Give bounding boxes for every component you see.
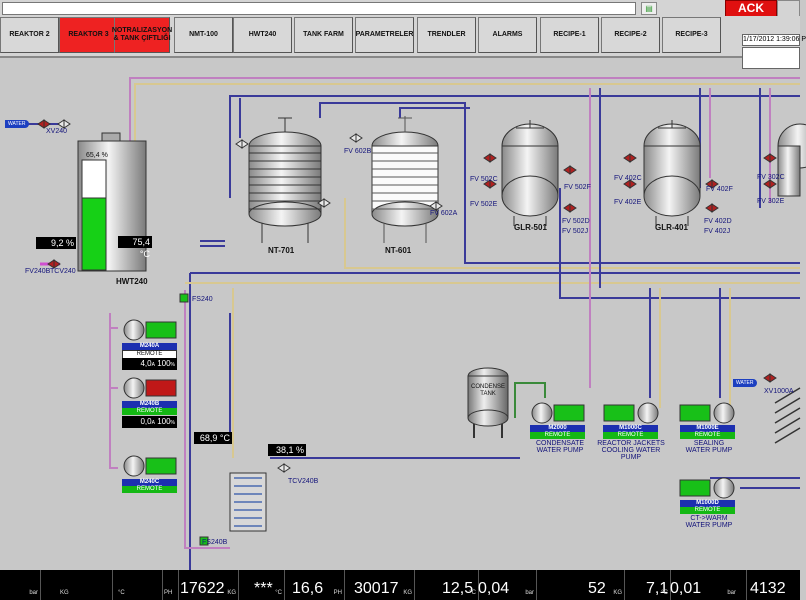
top-bar: ▤ ACK: [0, 0, 800, 17]
fv402d-label: FV 402D: [704, 218, 732, 225]
tab-recipe-2[interactable]: RECIPE-2: [601, 17, 660, 53]
pump-m1000e-status: REMOTE: [680, 432, 735, 439]
pump-m1000e-name[interactable]: M1000E: [680, 425, 735, 432]
tab-parametreler[interactable]: PARAMETRELER: [355, 17, 414, 53]
tab-recipe-3[interactable]: RECIPE-3: [662, 17, 721, 53]
footer-cell-11: 7,1°C: [624, 570, 671, 600]
pump-m240a-readout: 4,0A 100%: [122, 358, 177, 370]
water-inlet-label-2: WATER: [733, 379, 757, 387]
pump-m1000c-desc: REACTOR JACKETS COOLING WATER PUMP: [597, 440, 665, 461]
piping-diagram: [20, 77, 806, 600]
hwt240-temperature: 75,4 °C: [118, 236, 152, 259]
pump-m240c-name[interactable]: M240C: [122, 479, 177, 486]
tab-tank-farm[interactable]: TANK FARM: [294, 17, 353, 53]
fv240b-label: FV240B: [25, 268, 51, 275]
tab-notralizasyon[interactable]: NOTRALIZASYON & TANK ÇIFTLIĞI: [112, 17, 172, 53]
reactor-glr401-label: GLR-401: [655, 223, 688, 232]
pump-m240c-status: REMOTE: [122, 486, 177, 493]
pump-m1000c-name[interactable]: M1000C: [603, 425, 658, 432]
water-inlet-label: WATER: [5, 120, 29, 128]
fs240-label: FS240: [192, 296, 213, 303]
pump-m2000-desc: CONDENSATE WATER PUMP: [535, 440, 585, 454]
fv502d-label: FV 502D: [562, 218, 590, 225]
pump-m2000-status: REMOTE: [530, 432, 585, 439]
footer-cell-3: PH: [162, 570, 179, 600]
tab-recipe-1[interactable]: RECIPE-1: [540, 17, 599, 53]
hwt240-name: HWT240: [116, 277, 148, 286]
fv602a-label: FV 602A: [430, 210, 458, 217]
tcv240-label: TCV240: [50, 268, 76, 275]
fv402j-label: FV 402J: [704, 228, 731, 235]
fv502e-label: FV 502E: [470, 201, 498, 208]
tab-hwt240[interactable]: HWT240: [233, 17, 292, 53]
pump-m2000-name[interactable]: M2000: [530, 425, 585, 432]
pump-m240b-readout: 0,0A 100%: [122, 416, 177, 428]
footer-cell-0: bar: [0, 570, 41, 600]
pump-m240a-name[interactable]: M240A: [122, 343, 177, 350]
xv240-label: XV240: [46, 128, 68, 135]
pump-m240b-name[interactable]: M240B: [122, 401, 177, 408]
alarm-list-icon[interactable]: ▤: [641, 2, 657, 15]
tab-trendler[interactable]: TRENDLER: [417, 17, 476, 53]
pump-m1000d-desc: CT->WARM WATER PUMP: [685, 515, 733, 529]
tcv240b-label: TCV240B: [288, 478, 319, 485]
pump-m1000e-desc: SEALING WATER PUMP: [685, 440, 733, 454]
reactor-nt601-label: NT-601: [385, 246, 412, 255]
hwt240-inlet-value: 9,2 %: [36, 237, 76, 249]
fs240b-label: FS240B: [202, 539, 228, 546]
footer-cell-8: 12,5°C: [414, 570, 479, 600]
pump-m1000d-name[interactable]: M1000D: [680, 500, 735, 507]
ack-aux-button[interactable]: [777, 0, 800, 17]
fv502c-label: FV 502C: [470, 176, 498, 183]
hwt240-level: 65,4 %: [86, 152, 108, 159]
ack-button[interactable]: ACK: [725, 0, 777, 17]
tab-reaktor-2[interactable]: REAKTOR 2: [0, 17, 59, 53]
fv402e-label: FV 402E: [614, 199, 642, 206]
fv502j-label: FV 502J: [562, 228, 589, 235]
fv402f-label: FV 402F: [706, 186, 733, 193]
nav-bar: REAKTOR 2 REAKTOR 3 NOTRALIZASYON & TANK…: [0, 16, 806, 69]
tab-reaktor-3[interactable]: REAKTOR 3: [59, 17, 118, 53]
pump-shapes: [123, 319, 735, 499]
reactor-nt701-label: NT-701: [268, 246, 295, 255]
fv302c-label: FV 302C: [757, 174, 785, 181]
footer-cell-13: 4132: [750, 580, 786, 597]
alarm-message-field[interactable]: [2, 2, 636, 15]
pump-m1000d-status: REMOTE: [680, 507, 735, 514]
pump-m240b-status: REMOTE: [122, 408, 177, 415]
reactor-glr501-label: GLR-501: [514, 223, 547, 232]
fv502f-label: FV 502F: [564, 184, 591, 191]
tab-nmt-100[interactable]: NMT-100: [174, 17, 233, 53]
pump-m1000c-status: REMOTE: [603, 432, 658, 439]
tab-alarms[interactable]: ALARMS: [478, 17, 537, 53]
fv602b-label: FV 602B: [344, 148, 372, 155]
footer-cell-2: °C: [112, 570, 163, 600]
footer-cell-5: ***°C: [238, 570, 285, 600]
fv402c-label: FV 402C: [614, 175, 642, 182]
process-scene: WATER XV240 65,4 % 9,2 % 75,4 °C FV240B …: [0, 58, 806, 600]
hx-temperature: 68,9 °C: [194, 432, 232, 444]
datetime-panel: [742, 47, 800, 69]
datetime-display: 1/17/2012 1:39:06 P: [742, 34, 806, 46]
fv302e-label: FV 302E: [757, 198, 785, 205]
footer-cell-1: KG: [40, 570, 113, 600]
xv1000a-label: XV1000A: [764, 388, 794, 395]
tcv240b-value: 38,1 %: [268, 444, 306, 456]
condense-tank-label: CONDENSE TANK: [470, 384, 505, 397]
